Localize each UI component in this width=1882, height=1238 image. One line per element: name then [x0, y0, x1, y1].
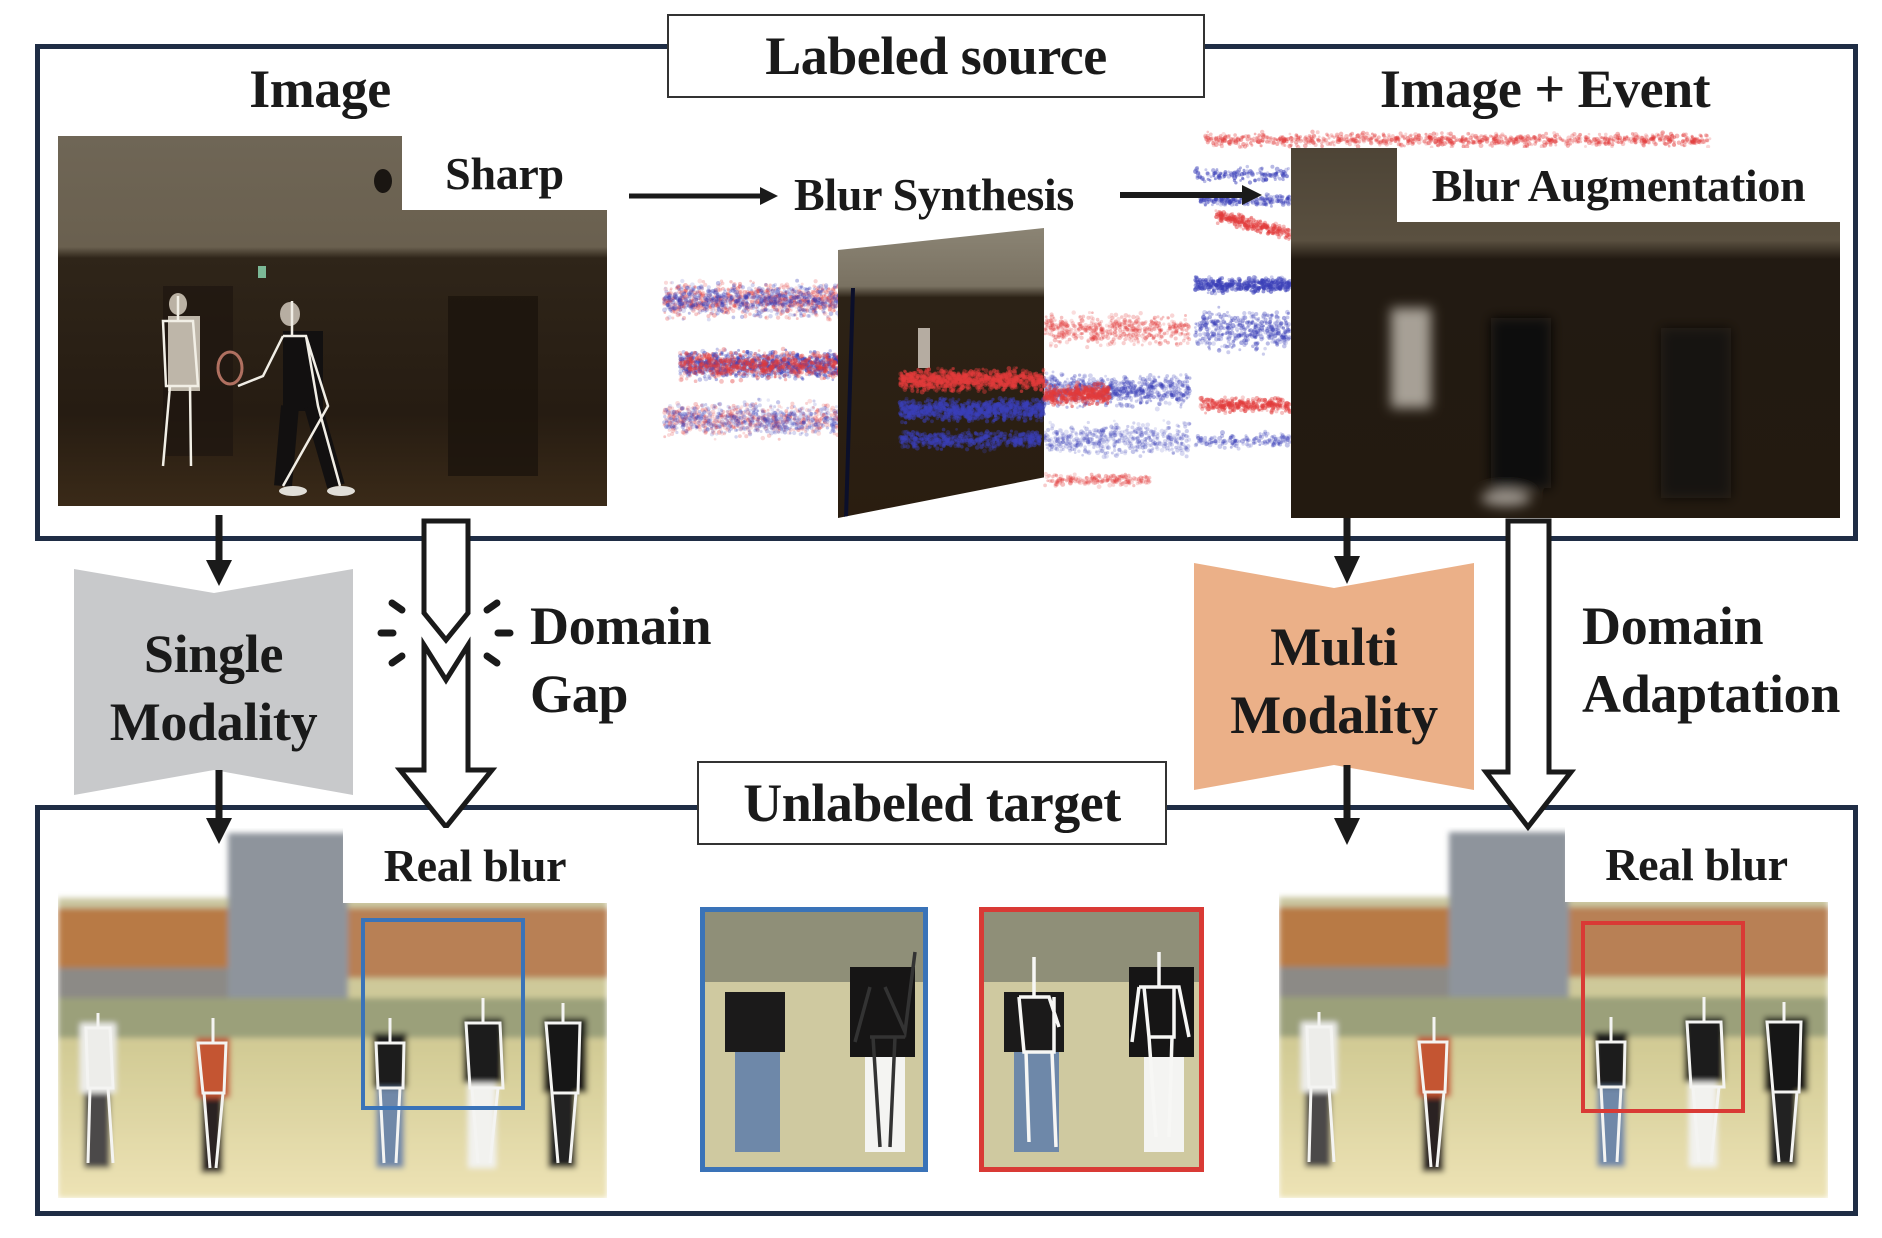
adapted-pose-crop [979, 907, 1204, 1172]
single-modality-line-2: Modality [109, 692, 318, 752]
baseline-pose-crop [700, 907, 928, 1172]
domain-gap-line-2: Gap [530, 664, 629, 724]
sharp-label: Sharp [402, 136, 607, 210]
synthesis-frame [838, 228, 1044, 518]
domain-adaptation-line-1: Domain [1582, 596, 1764, 656]
domain-gap-label: Domain Gap [530, 592, 712, 728]
image-heading: Image [249, 59, 391, 119]
domain-adaptation-label: Domain Adaptation [1582, 592, 1840, 728]
multi-modality-label: Multi Modality [1194, 613, 1474, 749]
baseline-crop-scene [705, 912, 923, 1167]
adapted-crop-scene [984, 912, 1199, 1167]
unlabeled-target-title: Unlabeled target [697, 761, 1167, 845]
field-scene-right [1279, 827, 1828, 1198]
multi-modality-line-2: Modality [1230, 685, 1438, 745]
spark-marks [377, 599, 514, 667]
multi-modality-line-1: Multi [1270, 617, 1398, 677]
hollow-arrow-down-icon [1480, 518, 1577, 832]
broken-arrow-icon [394, 518, 498, 831]
single-modality-label: Single Modality [74, 620, 353, 756]
real-blur-image-right [1279, 827, 1828, 1198]
single-modality-line-1: Single [143, 624, 284, 684]
image-event-heading: Image + Event [1379, 59, 1711, 119]
synthesis-image-plane [838, 228, 1044, 518]
domain-gap-line-1: Domain [530, 596, 712, 656]
red-detection-box-right [1581, 921, 1745, 1113]
real-blur-label-left: Real blur [343, 828, 607, 903]
blue-detection-box-left [361, 918, 525, 1110]
sharp-image-scene [58, 136, 607, 506]
blur-synthesis-label: Blur Synthesis [794, 169, 1074, 220]
field-scene-left [58, 828, 607, 1198]
labeled-source-title: Labeled source [667, 14, 1205, 98]
real-blur-image-left [58, 828, 607, 1198]
domain-adaptation-line-2: Adaptation [1582, 664, 1841, 724]
sharp-image [58, 136, 607, 506]
blur-augmentation-label: Blur Augmentation [1397, 148, 1840, 222]
real-blur-label-right: Real blur [1565, 827, 1828, 902]
